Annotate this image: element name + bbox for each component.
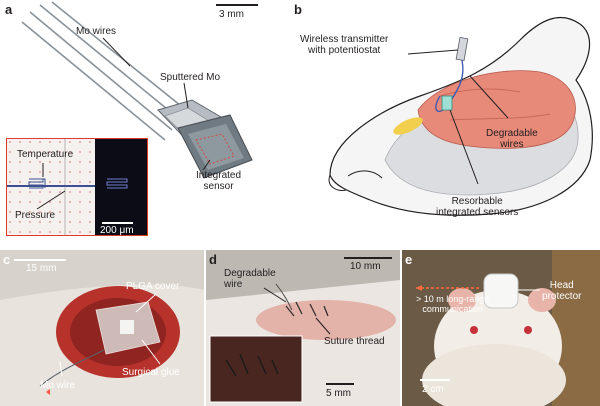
inset-scale-bar-label: 200 μm: [100, 225, 134, 236]
resorbable-sensors-label: Resorbable integrated sensors: [436, 196, 519, 218]
mo-wires-label: Mo wires: [76, 26, 117, 37]
panel-d-photo: [206, 250, 400, 406]
panel-a-illustration: [21, 1, 258, 179]
panel-d-label: d: [209, 252, 217, 267]
panel-d-inset-photo: [209, 335, 303, 403]
panel-a-scale-bar-label: 3 mm: [219, 9, 244, 20]
inset-pressure-label: Pressure: [15, 210, 56, 221]
mo-wire-label: Mo wire: [40, 380, 76, 391]
head-protector-graphic: [483, 273, 519, 309]
head-protector-label: Head protector: [542, 280, 582, 302]
sensor-chip-graphic: [157, 99, 253, 179]
wireless-transmitter-label: Wireless transmitter with potentiostat: [300, 34, 389, 56]
panel-d: d 10 mm Degradable wire Suture thread 5 …: [206, 250, 400, 406]
panel-e-scale-bar-label: 2 cm: [422, 384, 444, 395]
mo-wires-graphic: [21, 1, 187, 141]
mo-wires-pointer: [102, 37, 131, 67]
panel-b-illustration: [328, 16, 593, 216]
panel-e: e Head protector > 10 m long-range commu…: [402, 250, 600, 406]
panel-b: b Wireless transmitter with potentiostat…: [290, 0, 600, 250]
sputtered-mo-pointer: [183, 82, 189, 109]
panel-c-label: c: [3, 252, 11, 267]
panel-a-label: a: [5, 2, 13, 17]
plga-cover-label: PLGA cover: [126, 281, 180, 292]
long-range-label: > 10 m long-range communication: [416, 294, 490, 314]
panel-c-scale-bar-label: 15 mm: [26, 263, 57, 274]
panel-d-inset-scale-bar-label: 5 mm: [326, 388, 351, 399]
panel-b-label: b: [294, 2, 302, 17]
degradable-wires-label: Degradable wires: [486, 128, 538, 150]
wireless-transmitter-graphic: [455, 37, 469, 61]
integrated-sensor-pointer: [202, 159, 211, 171]
integrated-sensor-label: Integrated sensor: [196, 170, 242, 192]
suture-thread-label: Suture thread: [324, 336, 385, 347]
inset-sensor-micrograph: [7, 139, 147, 235]
panel-d-scale-bar-label: 10 mm: [350, 261, 381, 272]
sputtered-mo-label: Sputtered Mo: [160, 72, 221, 83]
panel-a: a 3 mm Mo wires Sputtered Mo Integrated …: [0, 0, 290, 250]
panel-e-label: e: [405, 252, 413, 267]
surgical-glue-label: Surgical glue: [122, 367, 180, 378]
suture-graphic: [285, 301, 329, 317]
panel-c: c 15 mm PLGA cover Surgical glue Mo wire: [0, 250, 204, 406]
resorbable-sensor-graphic: [441, 95, 453, 111]
inset-temperature-label: Temperature: [17, 149, 74, 160]
panel-c-photo: [0, 250, 204, 406]
panel-a-inset: Temperature Pressure 200 μm: [6, 138, 148, 236]
panel-e-photo: [402, 250, 600, 406]
degradable-wire-label: Degradable wire: [224, 268, 276, 290]
olfactory-bulb-graphic: [393, 117, 423, 135]
